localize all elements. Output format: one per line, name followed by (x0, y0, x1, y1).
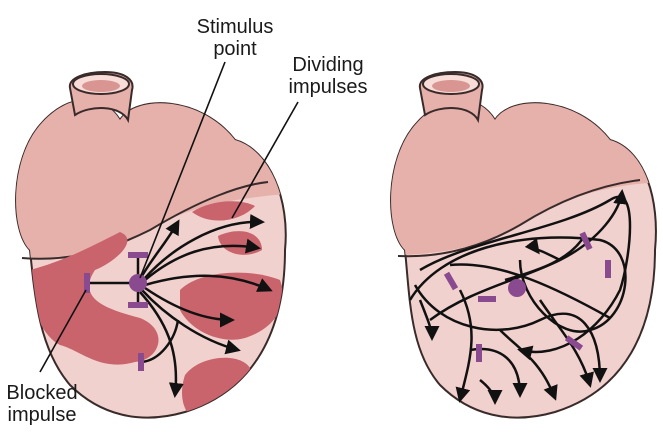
right-heart-upper (391, 100, 656, 257)
blocked-leader (39, 289, 87, 373)
dividing-impulses-label: Dividing impulses (278, 54, 378, 98)
left-impulse-pathways (90, 214, 273, 398)
right-aorta-lumen (432, 80, 470, 92)
stimulus-label-line-2: point (213, 38, 257, 60)
left-aorta-lumen (82, 80, 120, 92)
stimulus-label-line-1: Stimulus (196, 16, 274, 38)
left-heart-upper (16, 100, 286, 259)
dividing-leader (231, 101, 299, 219)
left-heart (15, 70, 287, 419)
right-heart-divider (397, 179, 641, 258)
blocked-impulse-label: Blocked impulse (0, 382, 84, 426)
left-heart-divider (21, 181, 269, 260)
dividing-label-line-1: Dividing (292, 54, 364, 76)
stimulus-point-marker (129, 274, 147, 292)
right-chaotic-pathways (408, 189, 632, 405)
right-heart (390, 70, 657, 419)
right-stimulus-marker (508, 279, 526, 297)
blocked-label-line-2: impulse (7, 404, 77, 426)
leader-lines (39, 61, 299, 373)
right-block-markers (443, 231, 611, 362)
blocked-label-line-1: Blocked (6, 382, 78, 404)
blocked-impulse-marker (84, 273, 90, 293)
dividing-label-line-2: impulses (288, 76, 368, 98)
stimulus-leader (139, 61, 226, 279)
left-block-markers (84, 252, 148, 371)
stimulus-point-label: Stimulus point (180, 16, 290, 60)
